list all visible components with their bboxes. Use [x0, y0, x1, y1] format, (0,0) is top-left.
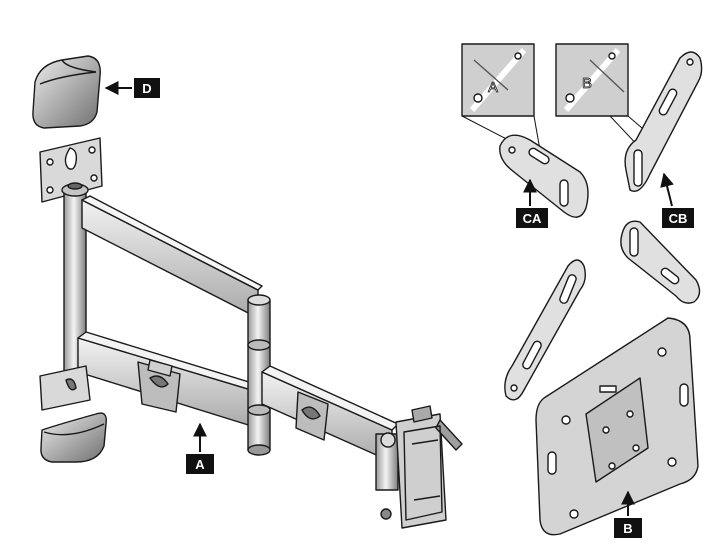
- upper-wall-plate: [39, 137, 103, 203]
- bracket-ca: [499, 134, 589, 218]
- middle-pivot: [247, 294, 271, 456]
- bottom-cover-cap: [40, 412, 107, 463]
- bracket-cb-lower: [620, 220, 701, 304]
- lower-arm: [77, 331, 263, 429]
- label-cb-text: CB: [669, 211, 688, 226]
- arrow-cb: [660, 172, 674, 207]
- label-d-text: D: [142, 81, 151, 96]
- forearm: [261, 365, 399, 463]
- label-b: B: [614, 518, 642, 538]
- label-a: A: [186, 454, 214, 474]
- inset-a-letter: A: [488, 79, 498, 96]
- top-cover-cap: [32, 55, 101, 129]
- inset-a-box: A: [461, 43, 541, 151]
- arm-assembly: [32, 55, 463, 529]
- label-b-text: B: [623, 521, 632, 536]
- label-cb: CB: [662, 208, 694, 228]
- inset-b-letter: B: [582, 75, 592, 92]
- label-ca: CA: [516, 208, 548, 228]
- label-ca-text: CA: [523, 211, 542, 226]
- callout-arrows: [104, 81, 674, 516]
- inset-b-box: B: [555, 43, 657, 151]
- label-d: D: [134, 78, 160, 98]
- bracket-long: [504, 259, 587, 401]
- adapter-plate-b: [535, 317, 699, 536]
- lower-wall-plate: [39, 365, 91, 411]
- bracket-cb: [624, 51, 703, 192]
- label-a-text: A: [195, 457, 205, 472]
- upper-arm: [81, 195, 263, 319]
- bracket-parts: A B: [461, 43, 703, 536]
- tilt-head: [375, 405, 463, 529]
